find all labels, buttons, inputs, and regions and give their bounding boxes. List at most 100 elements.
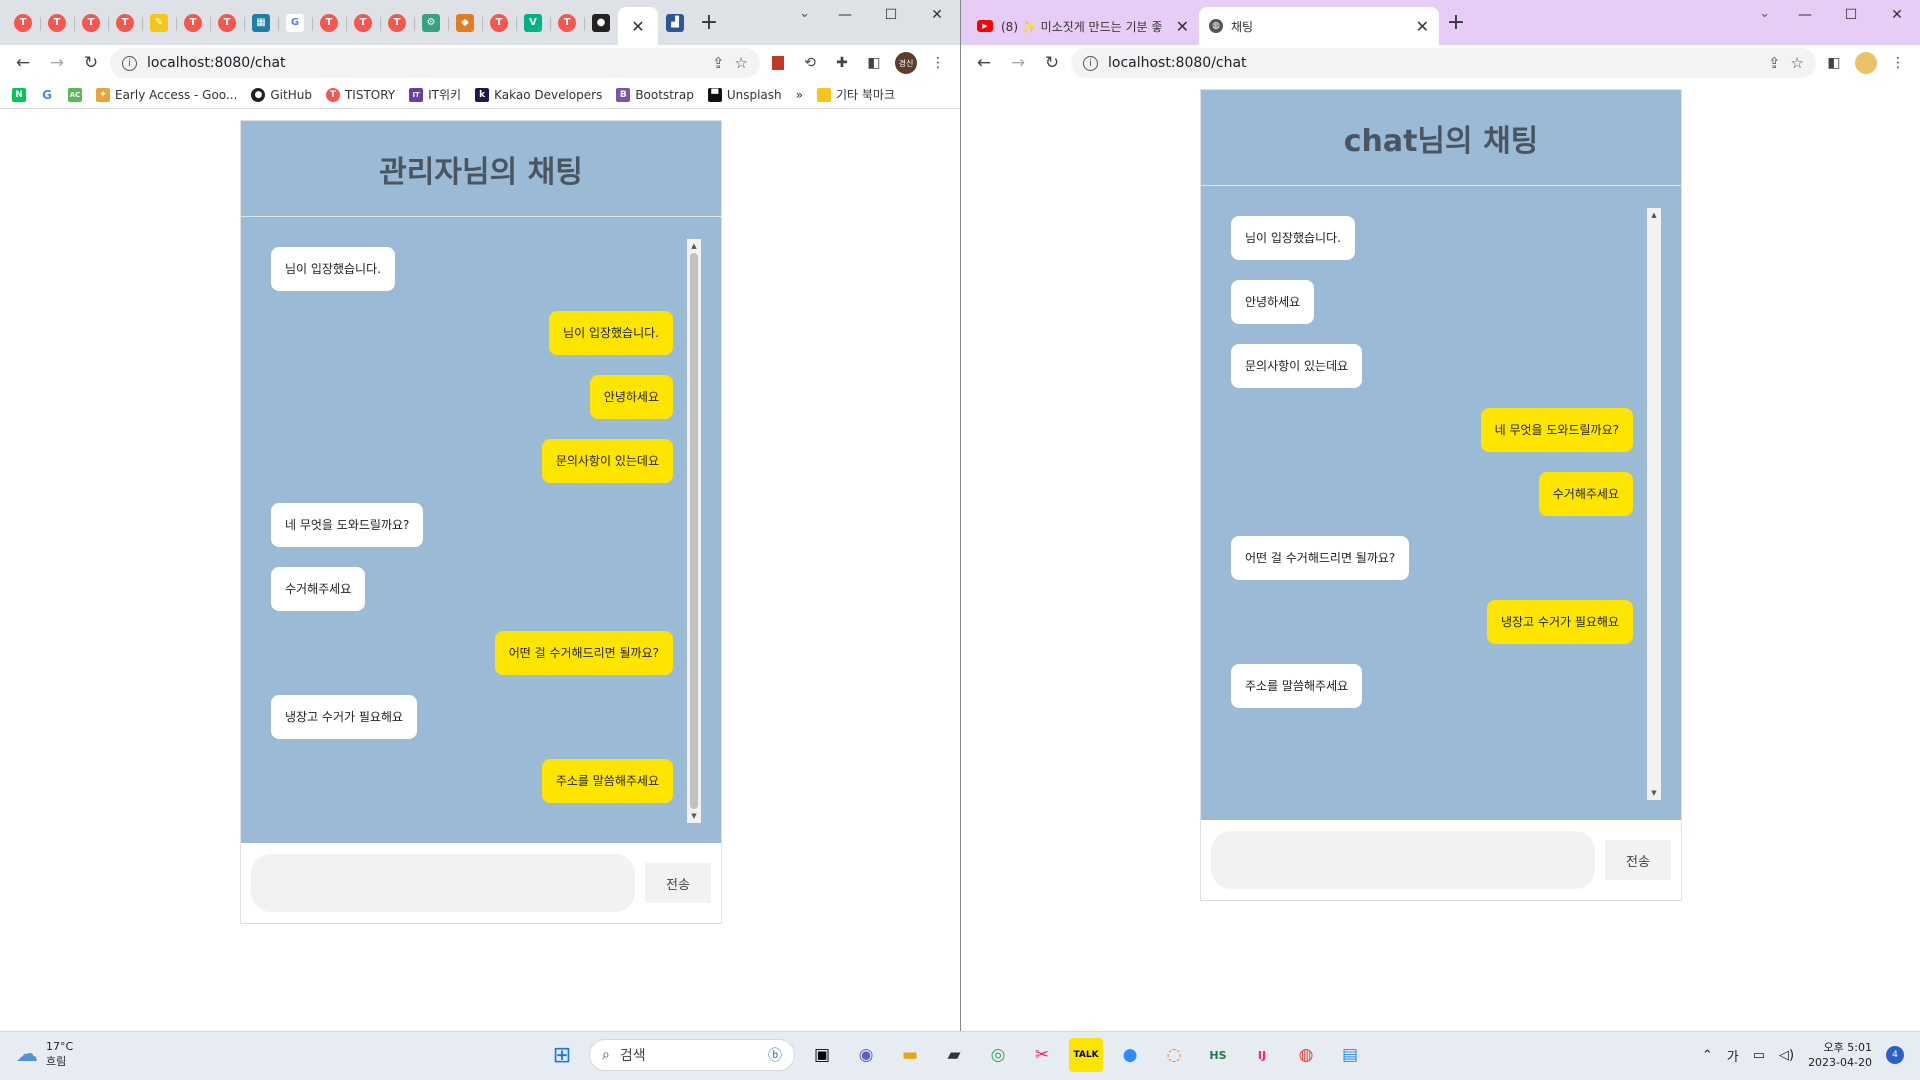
other-bookmarks-folder[interactable]: 기타 북마크 (816, 86, 895, 103)
pinned-tab[interactable]: T (550, 6, 584, 40)
scroll-down-icon[interactable]: ▼ (1651, 789, 1657, 797)
file-explorer-icon[interactable]: ▬ (901, 1045, 919, 1065)
new-tab-button[interactable]: + (699, 10, 719, 35)
scroll-thumb[interactable] (690, 253, 698, 809)
volume-icon[interactable]: ◁) (1778, 1047, 1795, 1063)
pinned-tab[interactable]: ✎ (142, 6, 176, 40)
hs-icon[interactable]: HS (1209, 1048, 1227, 1062)
zoom-icon[interactable]: ● (1122, 1045, 1138, 1065)
profile-avatar[interactable]: 경신 (892, 49, 920, 77)
menu-dots-icon[interactable]: ⋮ (1891, 55, 1905, 71)
active-tab[interactable]: ✕ (618, 7, 658, 45)
extension-sync-icon[interactable]: ⟲ (804, 55, 816, 71)
maximize-icon[interactable]: ☐ (884, 7, 898, 23)
profile-avatar[interactable] (1852, 49, 1880, 77)
close-window-icon[interactable]: ✕ (931, 7, 943, 23)
pinned-tab[interactable]: ▦ (244, 6, 278, 40)
clock[interactable]: 오후 5:01 2023-04-20 (1808, 1040, 1872, 1070)
menu-dots-icon[interactable]: ⋮ (931, 55, 945, 71)
bookmark-item-6[interactable]: ▀Unsplash (707, 87, 782, 102)
start-icon[interactable]: ⊞ (552, 1042, 572, 1068)
send-button[interactable]: 전송 (645, 863, 711, 903)
forward-icon[interactable]: → (49, 53, 65, 73)
sticky-notes-icon[interactable]: ▰ (947, 1045, 961, 1065)
scroll-up-icon[interactable]: ▲ (1651, 211, 1657, 219)
ime-indicator[interactable]: 가 (1726, 1049, 1739, 1065)
extensions-puzzle-icon[interactable]: ✚ (836, 55, 848, 71)
pinned-tab[interactable]: T (312, 6, 346, 40)
minimize-icon[interactable]: — (1798, 7, 1812, 23)
info-icon[interactable]: i (122, 55, 137, 71)
kakaotalk-icon[interactable]: TALK (1069, 1038, 1103, 1072)
star-icon[interactable]: ☆ (1790, 54, 1804, 72)
minimize-icon[interactable]: — (838, 7, 852, 23)
tab-search-icon[interactable]: ⌄ (1759, 6, 1770, 21)
close-icon[interactable]: ✕ (1415, 16, 1429, 36)
pinned-tab[interactable]: G (278, 6, 312, 40)
chat-scrollbar[interactable]: ▲ ▼ (1647, 208, 1661, 800)
scroll-down-icon[interactable]: ▼ (691, 812, 697, 820)
close-icon[interactable]: ✕ (1175, 16, 1189, 36)
maximize-icon[interactable]: ☐ (1844, 7, 1858, 23)
pinned-tab[interactable]: T (380, 6, 414, 40)
taskbar-search[interactable]: ⌕ 검색 ⓑ (589, 1039, 795, 1071)
bookmark-ac[interactable]: AC (68, 87, 82, 102)
new-tab-button[interactable]: + (1446, 10, 1466, 35)
tab-dashboard[interactable]: ▟ (658, 6, 692, 40)
network-icon[interactable]: ▭ (1752, 1047, 1765, 1063)
close-window-icon[interactable]: ✕ (1891, 7, 1903, 23)
message-input[interactable] (251, 854, 635, 912)
scroll-up-icon[interactable]: ▲ (691, 242, 697, 250)
close-icon[interactable]: ✕ (631, 16, 645, 36)
jupyter-icon[interactable]: ◌ (1166, 1045, 1182, 1065)
bookmarks-more-button[interactable]: » (795, 87, 803, 102)
bookmark-item-0[interactable]: ✦Early Access - Goo... (96, 87, 237, 102)
address-bar[interactable]: i localhost:8080/chat ⇪ ☆ (110, 48, 760, 78)
chrome-icon[interactable]: ◍ (1298, 1045, 1314, 1065)
pinned-tab[interactable]: V (516, 6, 550, 40)
pinned-tab[interactable]: T (74, 6, 108, 40)
bookmark-google[interactable]: G (40, 87, 54, 102)
tab-chat[interactable]: ◍ 채팅 ✕ (1199, 7, 1439, 45)
bookmark-naver[interactable]: N (12, 87, 26, 102)
pinned-tab[interactable]: T (40, 6, 74, 40)
extension-red-icon[interactable] (764, 49, 792, 77)
pinned-tab[interactable]: ◆ (448, 6, 482, 40)
intellij-icon[interactable]: IJ (1257, 1048, 1267, 1062)
side-panel-icon[interactable]: ◧ (1827, 55, 1841, 71)
address-text[interactable]: localhost:8080/chat (147, 55, 286, 71)
chrome-profile-icon[interactable]: ◎ (990, 1045, 1006, 1065)
bookmark-item-1[interactable]: ●GitHub (251, 87, 312, 102)
reload-icon[interactable]: ↻ (1044, 53, 1060, 73)
address-text[interactable]: localhost:8080/chat (1108, 55, 1247, 71)
star-icon[interactable]: ☆ (734, 54, 748, 72)
pinned-tab[interactable]: T (108, 6, 142, 40)
address-bar[interactable]: i localhost:8080/chat ⇪ ☆ (1071, 48, 1816, 78)
teams-icon[interactable]: ◉ (858, 1045, 874, 1065)
info-icon[interactable]: i (1083, 55, 1098, 71)
tab-youtube[interactable]: ▶ (8) ✨ 미소짓게 만드는 기분 좋 ✕ (967, 7, 1199, 45)
chat-scrollbar[interactable]: ▲ ▼ (687, 239, 701, 823)
pinned-tab[interactable]: T (176, 6, 210, 40)
pinned-tab[interactable]: T (346, 6, 380, 40)
snipping-tool-icon[interactable]: ✂ (1034, 1045, 1050, 1065)
forward-icon[interactable]: → (1010, 53, 1026, 73)
pinned-tab[interactable]: ⚙ (414, 6, 448, 40)
side-panel-icon[interactable]: ◧ (867, 55, 881, 71)
tab-search-icon[interactable]: ⌄ (799, 6, 810, 21)
weather-widget[interactable]: ☁ 17°C 흐림 (16, 1040, 73, 1069)
send-button[interactable]: 전송 (1605, 840, 1671, 880)
share-icon[interactable]: ⇪ (1767, 54, 1781, 72)
pinned-tab[interactable]: T (482, 6, 516, 40)
message-input[interactable] (1211, 831, 1595, 889)
back-icon[interactable]: ← (976, 53, 992, 73)
share-icon[interactable]: ⇪ (711, 54, 725, 72)
notification-badge[interactable]: 4 (1886, 1046, 1904, 1064)
reload-icon[interactable]: ↻ (83, 53, 99, 73)
pinned-tab[interactable]: T (210, 6, 244, 40)
